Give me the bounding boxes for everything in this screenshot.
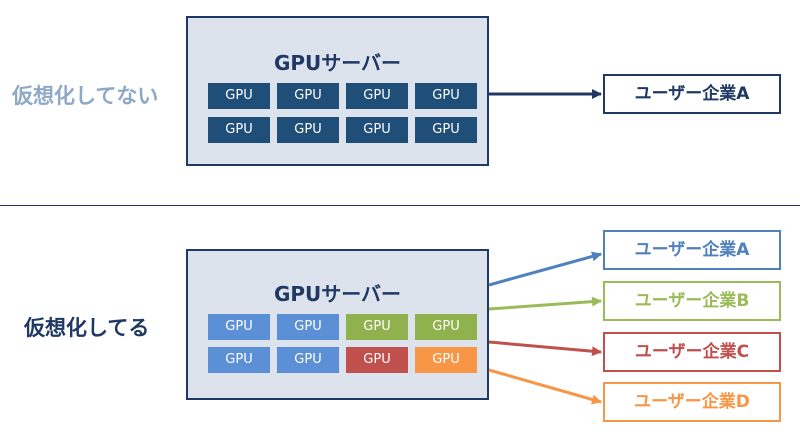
gpu-chip: GPU bbox=[208, 117, 270, 143]
arrow-company-d bbox=[488, 368, 602, 405]
gpu-chip: GPU bbox=[346, 117, 408, 143]
arrow-company-b bbox=[488, 296, 602, 311]
gpu-chip: GPU bbox=[415, 314, 477, 340]
gpu-chip: GPU bbox=[346, 347, 408, 373]
server-title: GPUサーバー bbox=[273, 282, 402, 306]
gpu-chip: GPU bbox=[277, 117, 339, 143]
gpu-chip: GPU bbox=[415, 117, 477, 143]
label-virtualized: 仮想化してる bbox=[24, 316, 150, 340]
gpu-server-bottom: GPUサーバー GPU GPU GPU GPU GPU GPU GPU GPU bbox=[186, 249, 489, 400]
gpu-chip: GPU bbox=[346, 83, 408, 109]
gpu-chip: GPU bbox=[346, 314, 408, 340]
gpu-chip: GPU bbox=[208, 314, 270, 340]
gpu-chip: GPU bbox=[208, 83, 270, 109]
gpu-server-top: GPUサーバー GPU GPU GPU GPU GPU GPU GPU GPU bbox=[186, 16, 489, 166]
company-box-c: ユーザー企業C bbox=[603, 332, 781, 372]
company-box-d: ユーザー企業D bbox=[603, 382, 781, 422]
gpu-chip: GPU bbox=[277, 347, 339, 373]
arrow-company-a bbox=[488, 251, 602, 287]
server-title: GPUサーバー bbox=[273, 51, 402, 75]
section-divider bbox=[0, 205, 800, 206]
gpu-chip: GPU bbox=[277, 314, 339, 340]
company-box-a: ユーザー企業A bbox=[603, 230, 781, 270]
label-not-virtualized: 仮想化してない bbox=[12, 84, 159, 108]
arrow-company-c bbox=[488, 340, 602, 357]
company-box-b: ユーザー企業B bbox=[603, 281, 781, 321]
gpu-chip: GPU bbox=[277, 83, 339, 109]
gpu-chip: GPU bbox=[208, 347, 270, 373]
company-box-top: ユーザー企業A bbox=[603, 74, 781, 114]
gpu-chip: GPU bbox=[415, 83, 477, 109]
gpu-chip: GPU bbox=[415, 347, 477, 373]
